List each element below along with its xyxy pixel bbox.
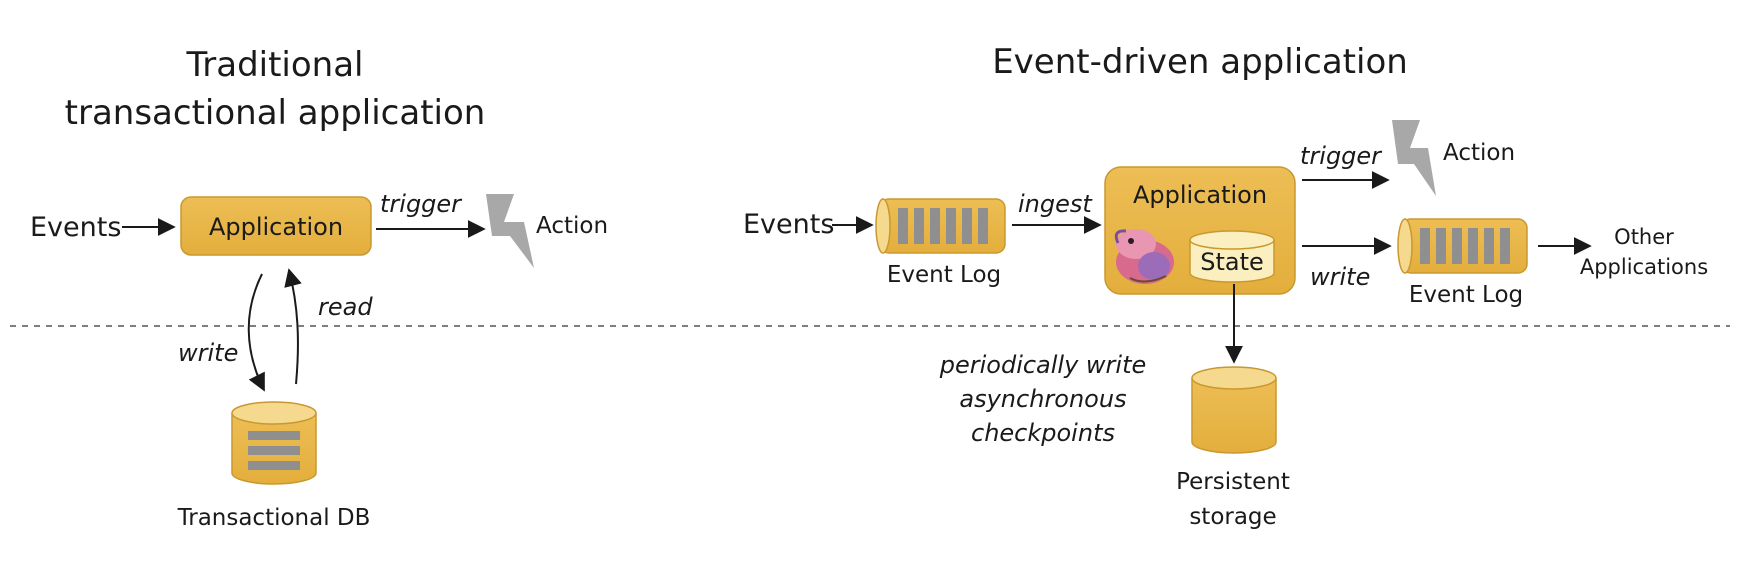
transactional-db-label: Transactional DB	[177, 505, 371, 531]
event-log-out-icon	[1397, 218, 1528, 274]
left-application-box: Application	[180, 196, 372, 256]
event-log-in-label: Event Log	[887, 262, 1001, 288]
flink-squirrel-icon	[1114, 229, 1174, 284]
checkpoint-label-line1: periodically write	[939, 351, 1147, 379]
left-events-label: Events	[30, 212, 121, 243]
transactional-db-icon	[231, 401, 317, 485]
state-label: State	[1200, 248, 1264, 276]
ingest-label: ingest	[1018, 190, 1093, 218]
other-apps-label-line2: Applications	[1580, 255, 1708, 279]
checkpoint-label-line2: asynchronous	[959, 385, 1126, 413]
persistent-storage-label-line1: Persistent	[1176, 469, 1290, 495]
right-title: Event-driven application	[992, 42, 1408, 82]
left-read-label: read	[318, 293, 373, 321]
left-lightning-icon	[486, 194, 534, 268]
right-action-label: Action	[1443, 140, 1515, 166]
persistent-storage-label-line2: storage	[1189, 504, 1276, 530]
left-write-arrow	[247, 273, 265, 392]
event-log-in-icon	[875, 198, 1006, 254]
state-store-icon: State	[1189, 230, 1275, 283]
left-title-line2: transactional application	[65, 93, 486, 133]
left-write-label: write	[178, 339, 238, 367]
left-trigger-label: trigger	[380, 190, 463, 218]
persistent-storage-icon	[1191, 366, 1277, 454]
right-application-label: Application	[1133, 181, 1267, 209]
right-write-label: write	[1310, 263, 1370, 291]
left-action-label: Action	[536, 213, 608, 239]
right-lightning-icon	[1392, 120, 1436, 196]
left-application-label: Application	[209, 213, 343, 241]
left-read-arrow	[284, 268, 302, 385]
right-events-label: Events	[743, 209, 834, 240]
event-log-out-label: Event Log	[1409, 282, 1523, 308]
right-trigger-label: trigger	[1300, 142, 1383, 170]
checkpoint-label-line3: checkpoints	[971, 419, 1115, 447]
left-title-line1: Traditional	[185, 45, 363, 85]
other-apps-label-line1: Other	[1614, 225, 1674, 249]
